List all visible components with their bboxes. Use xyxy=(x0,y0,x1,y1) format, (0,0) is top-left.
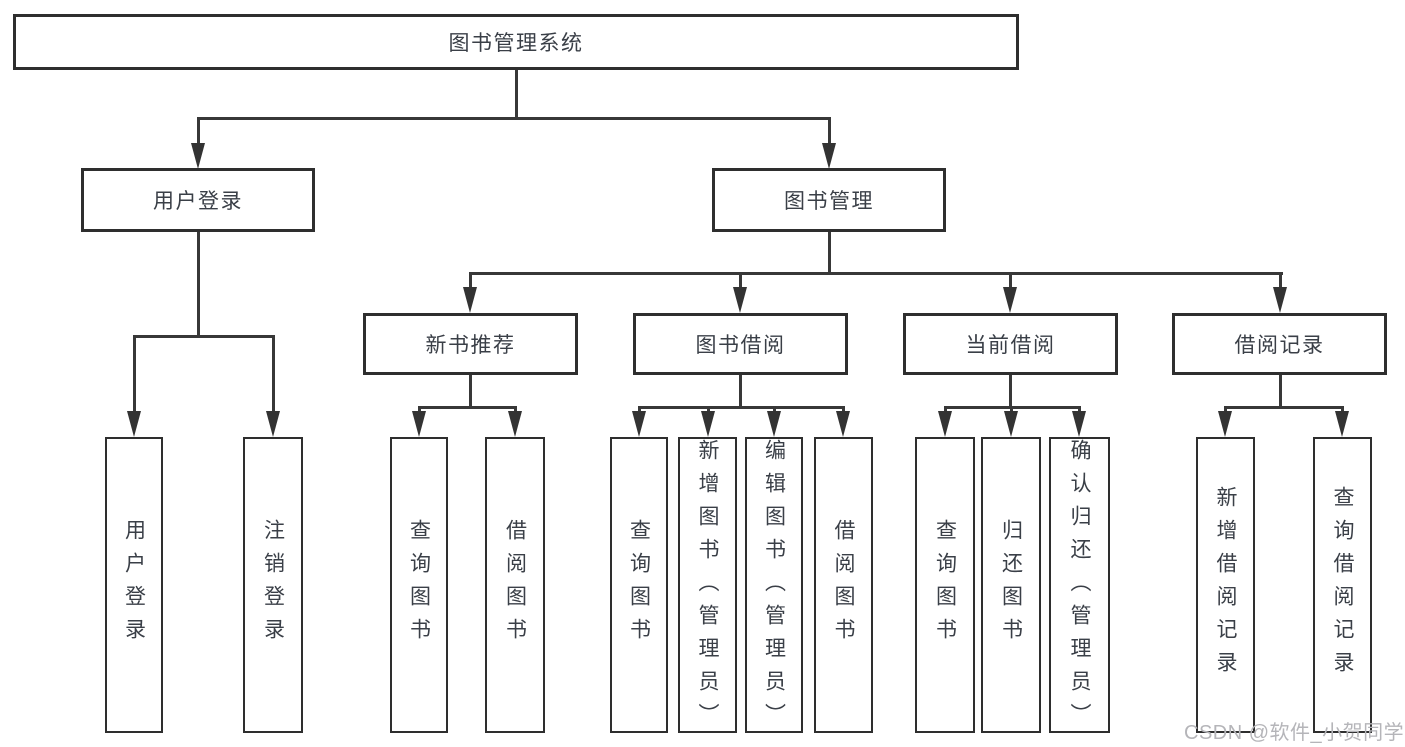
connector-line xyxy=(637,406,641,414)
arrow-down-icon xyxy=(822,143,836,169)
connector-line xyxy=(637,406,845,409)
leaf-borrow-books-borrowing: 借阅图书 xyxy=(814,437,873,733)
leaf-label: 编辑图书（管理员） xyxy=(762,439,786,736)
connector-line xyxy=(1008,272,1012,289)
connector-line xyxy=(417,406,421,414)
arrow-down-icon xyxy=(1273,287,1287,313)
connector-line xyxy=(1008,375,1012,406)
leaf-return-books: 归还图书 xyxy=(981,437,1041,733)
connector-line xyxy=(706,406,710,414)
leaf-label: 新增图书（管理员） xyxy=(696,439,719,736)
arrow-down-icon xyxy=(1218,411,1232,437)
connector-line xyxy=(196,117,831,120)
node-book-management: 图书管理 xyxy=(712,168,946,232)
node-book-borrowing: 图书借阅 xyxy=(633,313,848,375)
leaf-query-books-current: 查询图书 xyxy=(915,437,975,733)
node-user-login: 用户登录 xyxy=(81,168,315,232)
connector-line xyxy=(1278,272,1282,289)
node-label: 图书管理 xyxy=(784,190,874,213)
connector-line xyxy=(772,406,776,414)
node-label: 借阅记录 xyxy=(1234,334,1325,357)
connector-line xyxy=(1340,406,1344,414)
connector-line xyxy=(417,406,517,409)
node-borrowing-records: 借阅记录 xyxy=(1172,313,1387,375)
connector-line xyxy=(827,232,831,272)
leaf-query-books-borrowing: 查询图书 xyxy=(610,437,668,733)
arrow-down-icon xyxy=(1335,411,1349,437)
arrow-down-icon xyxy=(191,143,205,169)
node-label: 当前借阅 xyxy=(965,334,1056,357)
connector-line xyxy=(1009,406,1013,414)
arrow-down-icon xyxy=(836,411,850,437)
arrow-down-icon xyxy=(1072,411,1086,437)
leaf-logout: 注销登录 xyxy=(243,437,303,733)
connector-line xyxy=(468,272,472,289)
arrow-down-icon xyxy=(266,411,280,437)
arrow-down-icon xyxy=(412,411,426,437)
leaf-label: 用户登录 xyxy=(122,519,146,651)
leaf-edit-book-admin: 编辑图书（管理员） xyxy=(745,437,803,736)
arrow-down-icon xyxy=(508,411,522,437)
connector-line xyxy=(827,117,831,145)
watermark-text: CSDN @软件_小贺同学 xyxy=(1184,722,1405,744)
connector-line xyxy=(513,406,517,414)
connector-line xyxy=(132,335,275,338)
leaf-label: 借阅图书 xyxy=(832,519,855,651)
arrow-down-icon xyxy=(701,411,715,437)
arrow-down-icon xyxy=(632,411,646,437)
connector-line xyxy=(196,232,200,335)
leaf-confirm-return-admin: 确认归还（管理员） xyxy=(1049,437,1110,736)
leaf-user-login: 用户登录 xyxy=(105,437,163,733)
connector-line xyxy=(841,406,845,414)
leaf-label: 新增借阅记录 xyxy=(1214,486,1237,684)
node-current-borrowing: 当前借阅 xyxy=(903,313,1118,375)
arrow-down-icon xyxy=(938,411,952,437)
leaf-borrow-books-recommend: 借阅图书 xyxy=(485,437,545,733)
leaf-add-borrow-record: 新增借阅记录 xyxy=(1196,437,1255,733)
leaf-label: 查询图书 xyxy=(627,519,651,651)
node-label: 新书推荐 xyxy=(425,334,516,357)
leaf-label: 归还图书 xyxy=(999,519,1023,651)
connector-line xyxy=(468,272,1283,275)
leaf-query-borrow-record: 查询借阅记录 xyxy=(1313,437,1372,733)
leaf-label: 确认归还（管理员） xyxy=(1068,439,1091,736)
connector-line xyxy=(738,375,742,406)
leaf-label: 借阅图书 xyxy=(503,519,527,651)
arrow-down-icon xyxy=(127,411,141,437)
arrow-down-icon xyxy=(1003,287,1017,313)
arrow-down-icon xyxy=(1004,411,1018,437)
connector-line xyxy=(132,335,136,414)
connector-line xyxy=(1223,406,1344,409)
node-label: 图书借阅 xyxy=(695,334,786,357)
arrow-down-icon xyxy=(733,287,747,313)
node-library-management-system: 图书管理系统 xyxy=(13,14,1019,70)
connector-line xyxy=(468,375,472,406)
leaf-label: 查询借阅记录 xyxy=(1331,486,1354,684)
leaf-label: 查询图书 xyxy=(933,519,957,651)
arrow-down-icon xyxy=(767,411,781,437)
leaf-label: 查询图书 xyxy=(407,519,431,651)
connector-line xyxy=(196,117,200,145)
leaf-add-book-admin: 新增图书（管理员） xyxy=(678,437,737,736)
connector-line xyxy=(514,70,518,117)
connector-line xyxy=(1077,406,1081,414)
arrow-down-icon xyxy=(463,287,477,313)
connector-line xyxy=(1278,375,1282,406)
leaf-query-books-recommend: 查询图书 xyxy=(390,437,448,733)
node-new-book-recommendation: 新书推荐 xyxy=(363,313,578,375)
node-label: 用户登录 xyxy=(153,190,243,213)
node-label: 图书管理系统 xyxy=(448,32,584,55)
connector-line xyxy=(1223,406,1227,414)
connector-line xyxy=(271,335,275,414)
leaf-label: 注销登录 xyxy=(261,519,285,651)
connector-line xyxy=(738,272,742,289)
connector-line xyxy=(943,406,947,414)
